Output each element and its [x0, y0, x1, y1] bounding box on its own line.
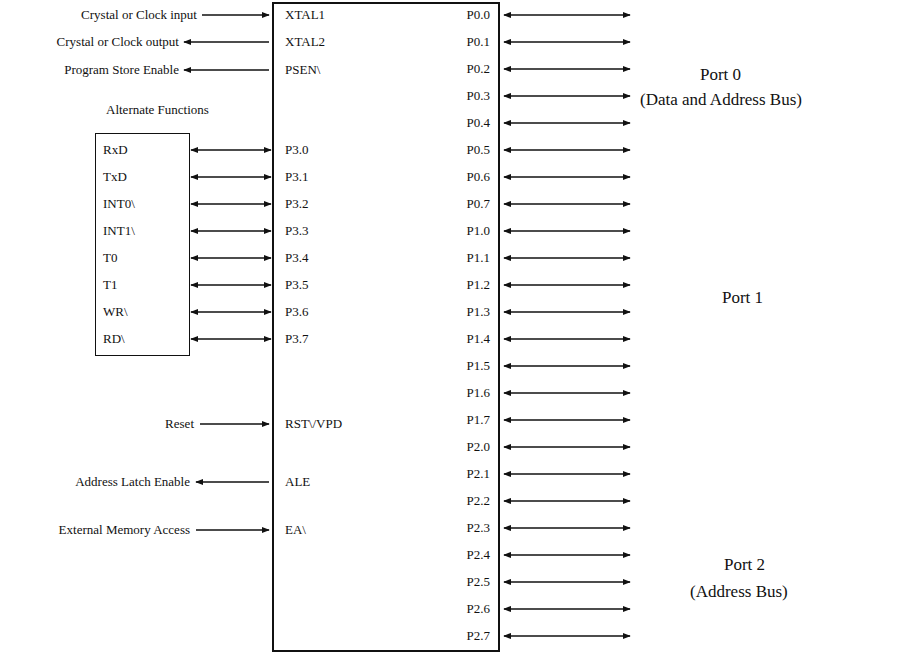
signal-arrow [191, 311, 271, 312]
pin-name: P0.1 [467, 34, 490, 50]
output-arrow [184, 69, 269, 70]
pin-name: P0.4 [467, 115, 490, 131]
signal-name: T1 [103, 277, 117, 293]
pin-name: P0.3 [467, 88, 490, 104]
port-arrow [504, 203, 630, 204]
pin-name: P2.5 [467, 574, 490, 590]
pin-name: P0.0 [467, 7, 490, 23]
signal-label: Crystal or Clock output [57, 34, 179, 50]
port-arrow [504, 41, 630, 42]
port-arrow [504, 419, 630, 420]
port-arrow [504, 284, 630, 285]
port-label: (Address Bus) [690, 582, 788, 602]
port-arrow [504, 446, 630, 447]
signal-label: Crystal or Clock input [81, 7, 197, 23]
pin-name: P3.1 [285, 169, 308, 185]
signal-arrow [191, 338, 271, 339]
signal-label: Program Store Enable [64, 62, 179, 78]
pin-name: P3.4 [285, 250, 308, 266]
pin-name: P0.2 [467, 61, 490, 77]
signal-label: Reset [165, 416, 194, 432]
pin-name: RST\/VPD [285, 416, 342, 432]
pin-name: ALE [285, 474, 310, 490]
port-arrow [504, 14, 630, 15]
pin-name: EA\ [285, 522, 306, 538]
input-arrow [202, 14, 269, 15]
port-label: Port 1 [722, 288, 763, 308]
pin-name: P2.3 [467, 520, 490, 536]
pin-name: P2.4 [467, 547, 490, 563]
port-arrow [504, 149, 630, 150]
signal-name: INT1\ [103, 223, 135, 239]
signal-name: T0 [103, 250, 117, 266]
port-label: Port 2 [724, 555, 765, 575]
pin-name: P0.5 [467, 142, 490, 158]
pin-name: P1.3 [467, 304, 490, 320]
pin-name: P1.4 [467, 331, 490, 347]
port-arrow [504, 122, 630, 123]
signal-arrow [191, 176, 271, 177]
pin-name: P2.1 [467, 466, 490, 482]
pin-name: P1.0 [467, 223, 490, 239]
port-arrow [504, 527, 630, 528]
signal-arrow [191, 257, 271, 258]
signal-name: WR\ [103, 304, 128, 320]
port-label: Port 0 [700, 65, 741, 85]
pin-name: P1.5 [467, 358, 490, 374]
port-arrow [504, 311, 630, 312]
signal-name: RxD [103, 142, 128, 158]
input-arrow [200, 423, 269, 424]
port-arrow [504, 257, 630, 258]
pin-name: P3.6 [285, 304, 308, 320]
pin-name: P2.7 [467, 628, 490, 644]
signal-name: TxD [103, 169, 127, 185]
port-arrow [504, 500, 630, 501]
pin-name: P3.7 [285, 331, 308, 347]
output-arrow [196, 481, 269, 482]
signal-label: Address Latch Enable [75, 474, 190, 490]
pin-name: P3.2 [285, 196, 308, 212]
output-arrow [184, 41, 269, 42]
port-arrow [504, 392, 630, 393]
port-arrow [504, 554, 630, 555]
port-label: (Data and Address Bus) [640, 90, 802, 110]
pin-name: P1.7 [467, 412, 490, 428]
pin-name: P3.0 [285, 142, 308, 158]
pin-name: P1.2 [467, 277, 490, 293]
alternate-functions-box: Alternate FunctionsRxDTxDINT0\INT1\T0T1W… [95, 133, 190, 356]
signal-arrow [191, 149, 271, 150]
chip-body: XTAL1XTAL2PSEN\P3.0P3.1P3.2P3.3P3.4P3.5P… [272, 2, 500, 652]
pin-name: P2.0 [467, 439, 490, 455]
signal-arrow [191, 284, 271, 285]
pin-name: P0.6 [467, 169, 490, 185]
group-heading: Alternate Functions [106, 102, 209, 118]
port-arrow [504, 473, 630, 474]
port-arrow [504, 95, 630, 96]
pin-name: P0.7 [467, 196, 490, 212]
signal-arrow [191, 230, 271, 231]
signal-name: RD\ [103, 331, 125, 347]
port-arrow [504, 635, 630, 636]
pin-name: P3.3 [285, 223, 308, 239]
input-arrow [196, 529, 269, 530]
pin-name: P1.6 [467, 385, 490, 401]
port-arrow [504, 608, 630, 609]
pin-name: XTAL1 [285, 7, 325, 23]
pin-name: P2.2 [467, 493, 490, 509]
pin-name: XTAL2 [285, 34, 325, 50]
port-arrow [504, 230, 630, 231]
pin-name: P2.6 [467, 601, 490, 617]
pin-name: P3.5 [285, 277, 308, 293]
signal-arrow [191, 203, 271, 204]
pin-name: PSEN\ [285, 62, 320, 78]
pin-name: P1.1 [467, 250, 490, 266]
port-arrow [504, 68, 630, 69]
port-arrow [504, 581, 630, 582]
port-arrow [504, 365, 630, 366]
port-arrow [504, 176, 630, 177]
signal-name: INT0\ [103, 196, 135, 212]
signal-label: External Memory Access [59, 522, 190, 538]
port-arrow [504, 338, 630, 339]
